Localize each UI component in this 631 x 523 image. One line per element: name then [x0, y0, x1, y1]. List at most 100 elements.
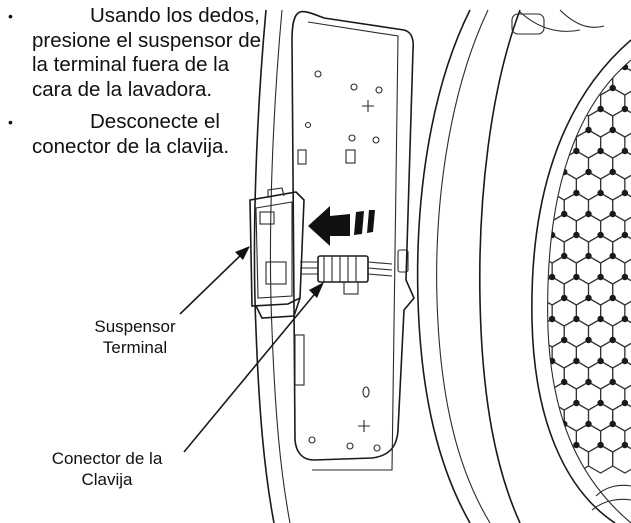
mesh-node: [621, 315, 629, 323]
mesh-node: [573, 147, 580, 155]
mesh-node: [573, 63, 580, 71]
plug-connector-label-line2: Clavija: [81, 470, 133, 489]
mesh-node: [621, 399, 629, 407]
mesh-node: [585, 420, 592, 428]
mesh-cell: [547, 60, 553, 75]
bullet-icon: •: [8, 114, 13, 130]
mesh-node: [609, 420, 616, 428]
plug-connector-label-line1: Conector de la: [51, 449, 163, 468]
mesh-node: [548, 231, 556, 239]
mesh-node: [561, 84, 568, 92]
mesh-node: [621, 105, 629, 113]
mesh-node: [573, 399, 580, 407]
mesh-node: [548, 147, 556, 155]
mesh-node: [621, 147, 629, 155]
mesh-node: [621, 189, 629, 197]
terminal-panel: [291, 10, 415, 471]
mesh-node: [561, 420, 568, 428]
mesh-cell: [600, 60, 626, 75]
mesh-cell: [547, 402, 565, 432]
terminal-hanger: [249, 187, 305, 319]
mesh-node: [548, 105, 556, 113]
mesh-node: [621, 273, 629, 281]
instructions-list: • Usando los dedos, presione el suspenso…: [8, 4, 263, 159]
terminal-hanger-label: Suspensor Terminal: [70, 316, 200, 358]
plug-connector-label: Conector de la Clavija: [22, 448, 192, 490]
terminal-hanger-label-line1: Suspensor: [94, 317, 176, 336]
mesh-cell: [551, 381, 577, 411]
mesh-node: [537, 253, 543, 259]
mesh-cell: [587, 192, 614, 222]
mesh-node: [621, 357, 629, 365]
mesh-cell: [612, 108, 631, 138]
mesh-node: [597, 273, 604, 281]
mesh-node: [597, 105, 604, 113]
mesh-node: [548, 315, 556, 323]
mesh-node: [609, 378, 616, 386]
leader-arrow-hanger: [179, 246, 250, 315]
mesh-node: [609, 252, 616, 260]
mesh-node: [548, 189, 556, 197]
mesh-node: [585, 210, 592, 218]
mesh-cell: [551, 60, 577, 75]
instruction-text: Desconecte el conector de la clavija.: [32, 110, 230, 158]
mesh-cell: [547, 234, 565, 264]
mesh-node: [609, 168, 616, 176]
mesh-cell: [575, 339, 602, 369]
mesh-node: [609, 294, 616, 302]
mesh-node: [585, 378, 592, 386]
mesh-node: [573, 189, 580, 197]
mesh-cell: [612, 402, 631, 432]
mesh-node: [609, 336, 616, 344]
arrow-left-with-motion-bars-icon: [308, 206, 375, 246]
mesh-node: [597, 357, 604, 365]
terminal-hanger-label-line2: Terminal: [102, 338, 168, 357]
mesh-node: [548, 273, 556, 281]
mesh-cell: [587, 276, 614, 306]
mesh-cell: [551, 171, 577, 201]
cabinet-edge: [253, 9, 291, 523]
mesh-node: [597, 399, 604, 407]
mesh-node: [561, 43, 567, 49]
mesh-node: [585, 126, 592, 134]
mesh-node: [573, 357, 580, 365]
mesh-cell: [563, 444, 590, 474]
mesh-node: [548, 399, 556, 407]
mesh-node: [585, 336, 592, 344]
leader-arrow-plug: [183, 282, 324, 453]
mesh-node: [537, 421, 543, 427]
mesh-cell: [612, 150, 631, 180]
mesh-cell: [547, 129, 553, 159]
mesh-cell: [575, 381, 602, 411]
mesh-cell: [587, 150, 614, 180]
mesh-node: [597, 231, 604, 239]
mesh-node: [561, 210, 568, 218]
mesh-cell: [575, 297, 602, 327]
mesh-node: [609, 126, 616, 134]
mesh-node: [561, 336, 568, 344]
mesh-cell: [587, 360, 614, 390]
mesh-cell: [587, 318, 614, 348]
mesh-node: [561, 252, 568, 260]
mesh-cell: [612, 192, 631, 222]
mesh-node: [537, 295, 543, 301]
mesh-cell: [575, 60, 602, 75]
mesh-cell: [587, 234, 614, 264]
mesh-cell: [547, 318, 565, 348]
mesh-cell: [612, 66, 631, 96]
mesh-node: [597, 441, 604, 449]
mesh-node: [585, 168, 592, 176]
mesh-cell: [587, 108, 614, 138]
door-ring: [397, 9, 521, 523]
mesh-node: [585, 43, 591, 49]
mesh-cell: [612, 276, 631, 306]
mesh-node: [573, 231, 580, 239]
mesh-node: [585, 294, 592, 302]
mesh-node: [610, 43, 616, 49]
mesh-cell: [587, 444, 614, 474]
mesh-cell: [612, 318, 631, 348]
mesh-node: [609, 84, 616, 92]
mesh-cell: [575, 213, 602, 243]
instruction-disconnect-plug: • Desconecte el conector de la clavija.: [8, 110, 263, 159]
mesh-cell: [612, 360, 631, 390]
